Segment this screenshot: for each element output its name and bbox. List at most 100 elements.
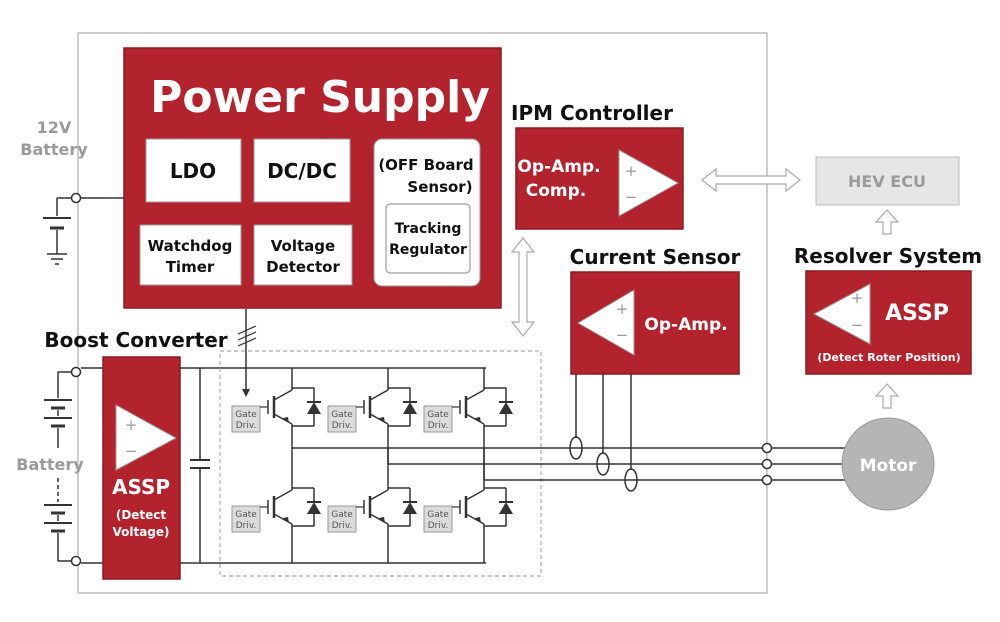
gate-driver-label-2: Driv. (332, 421, 353, 431)
resolver-opamp-symbol (812, 283, 871, 345)
motor-label: Motor (860, 456, 917, 476)
ipm-label-2: Comp. (526, 181, 587, 201)
gate-driver-label-1: Gate (331, 410, 353, 420)
battery-main-label: Battery (16, 455, 84, 474)
boost-assp-box (102, 356, 181, 580)
gate-driver-box (423, 405, 453, 433)
resolver-minus: − (851, 316, 864, 334)
watchdog-label-1: Watchdog (148, 237, 233, 255)
voltage-detector-label-1: Voltage (271, 237, 335, 255)
watchdog-label-2: Timer (166, 258, 215, 276)
boost-sub-1: (Detect (116, 508, 167, 522)
ipm-opamp-symbol (618, 149, 680, 217)
voltage-detector-label-2: Detector (266, 258, 340, 276)
terminal-w (761, 474, 773, 486)
current-sensor-label: Op-Amp. (644, 315, 727, 335)
ipm-minus: − (625, 188, 638, 206)
boost-assp: ASSP (112, 475, 170, 499)
boost-minus: − (125, 442, 138, 460)
terminal-u (761, 442, 773, 454)
watchdog-box (139, 224, 242, 286)
current-sensor-plus: + (616, 300, 629, 318)
gate-driver-label-1: Gate (427, 410, 449, 420)
ipm-plus: + (625, 162, 638, 180)
current-sensor-block: Current Sensor + − Op-Amp. (570, 245, 741, 375)
resolver-system-block: Resolver System + − ASSP (Detect Roter P… (794, 244, 982, 375)
power-supply-title: Power Supply (150, 72, 490, 123)
voltage-detector-box (253, 224, 353, 286)
gate-driver-label-2: Driv. (332, 521, 353, 531)
tracking-regulator-label-1: Tracking (395, 221, 462, 237)
hev-ecu-box (815, 156, 960, 206)
gate-driver-label-1: Gate (235, 510, 257, 520)
gate-driver-box (327, 505, 357, 533)
gate-driver-label-2: Driv. (428, 521, 449, 531)
battery-12v-label-2: Battery (20, 140, 88, 159)
terminal-12v (70, 192, 82, 204)
inverter-legs: GateDriv.GateDriv.GateDriv.GateDriv.Gate… (231, 368, 513, 563)
gate-driver-box (231, 405, 261, 433)
motor-circle (841, 417, 935, 511)
boost-assp-block: + − ASSP (Detect Voltage) (102, 356, 181, 580)
terminal-battery-bottom (70, 555, 82, 567)
vertical-double-arrow (510, 237, 536, 337)
boost-plus: + (125, 416, 138, 434)
tracking-regulator-label-2: Regulator (389, 242, 467, 258)
battery-main: Battery (16, 366, 84, 567)
gate-driver-box (327, 405, 357, 433)
gate-driver-bus (237, 309, 257, 397)
ipm-label-1: Op-Amp. (517, 157, 600, 177)
ldo-label: LDO (170, 159, 216, 183)
gate-driver-label-1: Gate (235, 410, 257, 420)
terminal-v (761, 458, 773, 470)
gate-driver-box (231, 505, 261, 533)
system-frame (77, 32, 768, 594)
ldo-box (145, 138, 242, 203)
boost-sub-2: Voltage) (112, 525, 169, 539)
current-sensor-title: Current Sensor (570, 245, 741, 269)
battery-12v: 12V Battery (20, 118, 124, 265)
motor-resolver-arrow (874, 383, 900, 409)
battery-12v-label-1: 12V (37, 118, 72, 137)
current-sensor-minus: − (616, 326, 629, 344)
off-board-sensor-label-2: Sensor) (407, 178, 472, 196)
resolver-assp: ASSP (885, 301, 949, 326)
ct-w (624, 468, 638, 492)
ct-u (569, 436, 583, 460)
ipm-controller-block: IPM Controller Op-Amp. Comp. + − (511, 101, 684, 230)
dc-link-capacitor (190, 368, 210, 563)
dcdc-box (253, 138, 351, 203)
terminal-battery-top (70, 366, 82, 378)
gate-driver-label-1: Gate (331, 510, 353, 520)
dcdc-label: DC/DC (267, 159, 337, 183)
resolver-plus: + (851, 289, 864, 307)
boost-converter-title: Boost Converter (44, 328, 227, 352)
ipm-controller-title: IPM Controller (511, 101, 673, 125)
resolver-sub: (Detect Roter Position) (817, 351, 960, 364)
resolver-title: Resolver System (794, 244, 982, 268)
current-sensor-opamp-symbol (577, 289, 635, 356)
power-supply-block: Power Supply LDO DC/DC Watchdog Timer Vo… (123, 47, 502, 309)
current-sensor-taps (569, 374, 638, 492)
off-board-sensor-label-1: (OFF Board (378, 156, 473, 174)
ct-v (596, 452, 610, 476)
ipm-ecu-double-arrow (701, 167, 801, 193)
gate-driver-box (423, 505, 453, 533)
gate-driver-label-2: Driv. (236, 421, 257, 431)
gate-driver-label-2: Driv. (236, 521, 257, 531)
gate-driver-label-2: Driv. (428, 421, 449, 431)
gate-driver-label-1: Gate (427, 510, 449, 520)
tracking-regulator-box (385, 203, 471, 274)
hev-ecu-label: HEV ECU (848, 172, 926, 191)
resolver-ecu-arrow (874, 209, 900, 235)
